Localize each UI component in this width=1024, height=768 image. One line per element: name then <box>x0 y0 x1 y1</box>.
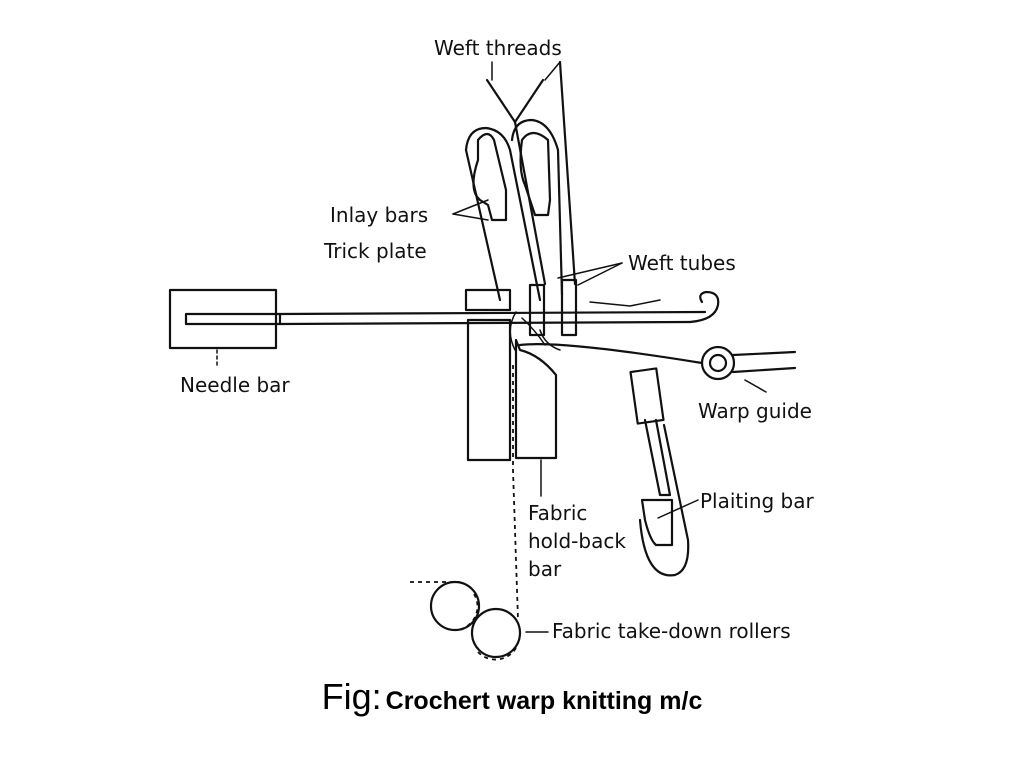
figure-caption: Fig: Crochert warp knitting m/c <box>0 676 1024 718</box>
label-needle-bar: Needle bar <box>180 373 290 397</box>
yarn-loops <box>509 311 561 351</box>
inlay-bar-right <box>510 118 564 297</box>
label-fabric-take-down-rollers: Fabric take-down rollers <box>552 619 791 643</box>
warp-guide <box>518 343 797 381</box>
label-fabric-hold-back-line-3: bar <box>528 557 562 581</box>
fabric-hold-back-bar <box>514 338 558 460</box>
label-weft-tubes: Weft tubes <box>628 251 736 275</box>
fabric-take-down-rollers <box>410 580 522 661</box>
label-plaiting-bar: Plaiting bar <box>700 489 815 513</box>
needle-bar <box>168 288 720 350</box>
label-inlay-bars: Inlay bars <box>330 203 428 227</box>
plaiting-bar <box>629 367 690 577</box>
label-weft-threads: Weft threads <box>434 36 562 60</box>
caption-prefix: Fig: <box>321 676 382 717</box>
trick-plate <box>464 288 512 462</box>
caption-title: Crochert warp knitting m/c <box>385 687 703 715</box>
leader-lines <box>216 199 767 633</box>
fabric-path <box>512 365 519 621</box>
label-trick-plate: Trick plate <box>323 239 427 263</box>
label-fabric-hold-back-line-2: hold-back <box>528 529 626 553</box>
inlay-bar-left <box>464 126 542 302</box>
label-fabric-hold-back-line-1: Fabric <box>528 501 587 525</box>
label-warp-guide: Warp guide <box>698 399 812 423</box>
